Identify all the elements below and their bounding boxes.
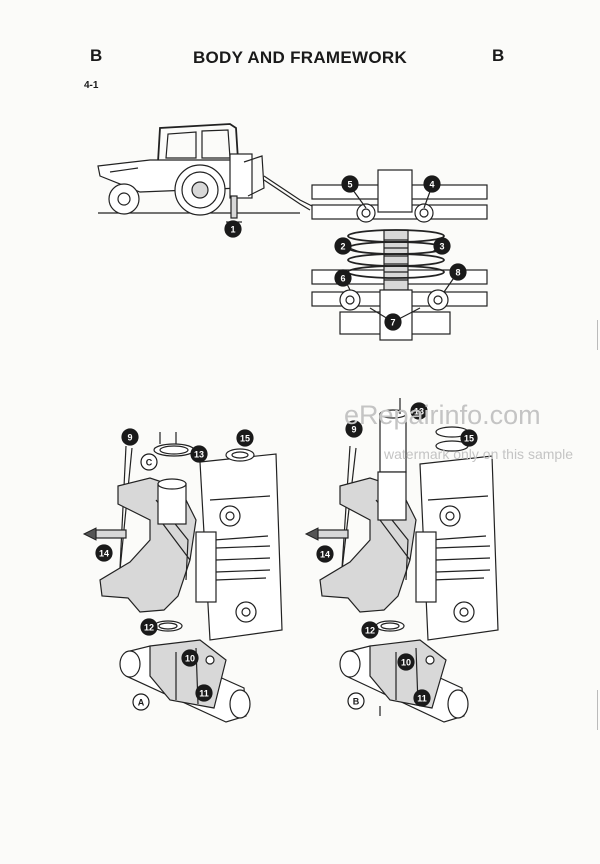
callout-label: 13 [194, 450, 204, 460]
callout-label: 9 [127, 433, 132, 443]
callout-label: 9 [351, 425, 356, 435]
tractor-illustration [97, 123, 313, 223]
callout-label: 12 [144, 623, 154, 633]
assembly-a-illustration [82, 432, 283, 723]
callout-label: 4 [429, 180, 434, 190]
scan-edge-mark [597, 690, 598, 730]
callout-label: 8 [455, 268, 460, 278]
callout-number: 13 [410, 402, 428, 420]
watermark-site: eRepairinfo.com [344, 400, 541, 430]
callout-letter: B [347, 692, 365, 710]
callout-label: 11 [199, 689, 209, 699]
callout-number: 3 [433, 237, 451, 255]
callout-label: 10 [185, 654, 195, 664]
callout-label: 10 [401, 658, 411, 668]
callout-number: 14 [95, 544, 113, 562]
callout-label: 11 [417, 694, 427, 704]
scan-edge-mark [597, 320, 598, 350]
spring-frame-illustration [311, 169, 488, 341]
callout-number: 13 [190, 445, 208, 463]
callout-number: 11 [413, 689, 431, 707]
callout-number: 1 [224, 220, 242, 238]
callout-number: 9 [121, 428, 139, 446]
callout-number: 9 [345, 420, 363, 438]
callout-number: 8 [449, 263, 467, 281]
callout-label: 5 [347, 180, 352, 190]
header-section-letter-left: B [90, 46, 103, 65]
callout-label: 15 [464, 434, 474, 444]
section-number: 4-1 [84, 80, 99, 91]
callout-number: 4 [423, 175, 441, 193]
callout-label: 14 [99, 549, 109, 559]
page-title: BODY AND FRAMEWORK [192, 48, 408, 67]
callout-label: 13 [414, 407, 424, 417]
callout-letter: A [132, 693, 150, 711]
assembly-b-illustration [304, 398, 499, 723]
callout-label: 12 [365, 626, 375, 636]
callout-label: B [353, 697, 360, 707]
callout-number: 15 [236, 429, 254, 447]
callout-letter: C [140, 453, 158, 471]
callout-number: 15 [460, 429, 478, 447]
callout-number: 10 [181, 649, 199, 667]
callout-label: 2 [340, 242, 345, 252]
callout-number: 10 [397, 653, 415, 671]
callout-number: 2 [334, 237, 352, 255]
watermark-notice: watermark only on this sample [384, 446, 574, 462]
callout-number: 5 [341, 175, 359, 193]
callout-label: 15 [240, 434, 250, 444]
callout-label: 6 [340, 274, 345, 284]
callout-number: 11 [195, 684, 213, 702]
callout-label: 7 [390, 318, 395, 328]
header-section-letter-right: B [492, 46, 505, 65]
callout-number: 6 [334, 269, 352, 287]
callout-number: 12 [140, 618, 158, 636]
callout-label: C [146, 458, 153, 468]
callout-label: 1 [230, 225, 235, 235]
callout-label: 3 [439, 242, 444, 252]
callout-label: 14 [320, 550, 330, 560]
callout-label: A [138, 698, 145, 708]
callout-number: 14 [316, 545, 334, 563]
callout-number: 7 [384, 313, 402, 331]
callout-number: 12 [361, 621, 379, 639]
